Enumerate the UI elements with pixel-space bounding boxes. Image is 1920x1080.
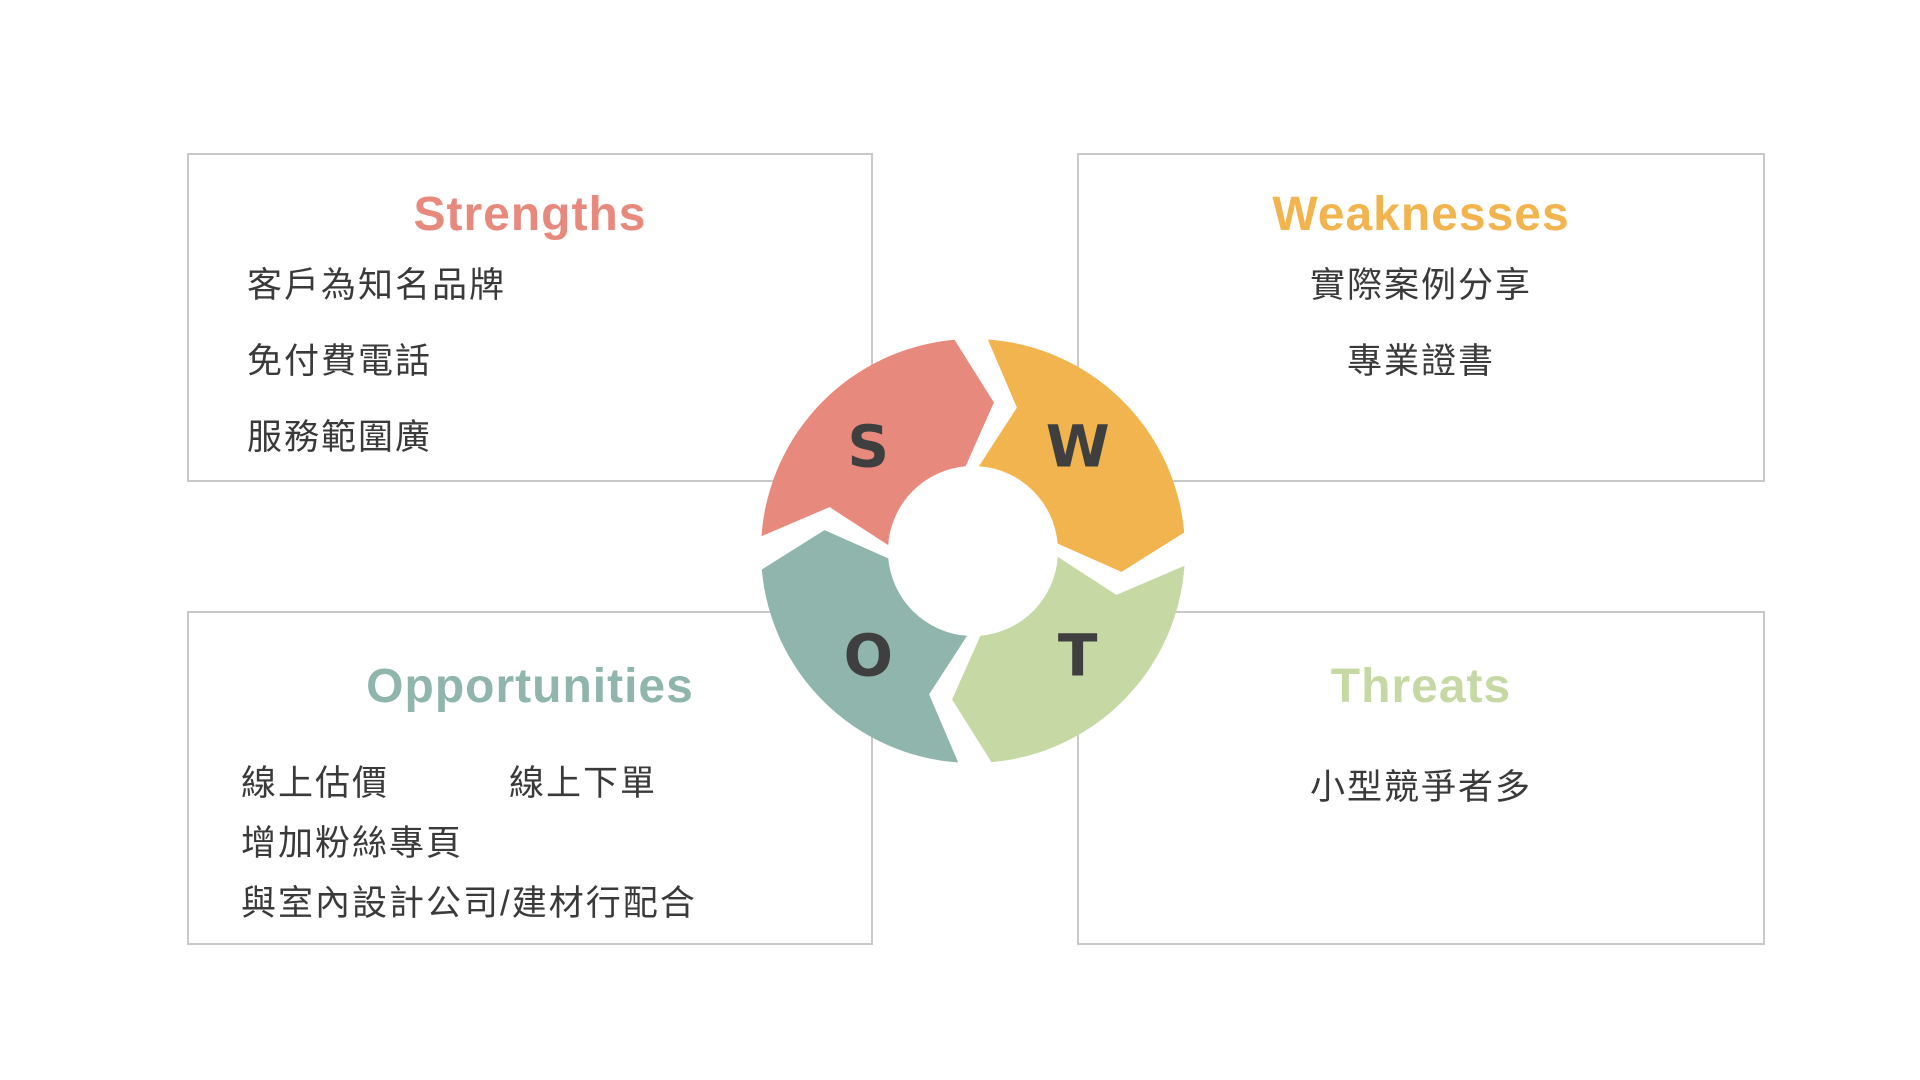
item-text: 線上下單: [509, 764, 658, 803]
strengths-title: Strengths: [413, 188, 647, 241]
ring-segment-o: [761, 530, 968, 763]
list-item: 線上估價 線上下單: [241, 762, 871, 806]
item-text: 服務範圍廣: [247, 418, 433, 457]
opportunities-title: Opportunities: [366, 660, 694, 713]
ring-letter-t: T: [1058, 622, 1098, 690]
threats-panel: Threats 小型競爭者多: [1077, 611, 1765, 945]
list-item: 與室內設計公司/建材行配合: [241, 882, 871, 926]
item-text: 專業證書: [1346, 342, 1495, 381]
threats-title: Threats: [1330, 660, 1512, 713]
list-item: 客戶為知名品牌: [247, 264, 871, 308]
list-item: 增加粉絲專頁: [241, 822, 871, 866]
list-item: 服務範圍廣: [247, 416, 871, 460]
weaknesses-panel: Weaknesses 實際案例分享專業證書: [1077, 153, 1765, 482]
threats-items: 小型競爭者多: [1079, 766, 1763, 810]
swot-ring-svg: S W T O: [761, 339, 1185, 763]
ring-segment-w: [978, 339, 1185, 572]
list-item: 專業證書: [1079, 340, 1763, 384]
item-text: 免付費電話: [247, 342, 433, 381]
list-item: 小型競爭者多: [1079, 766, 1763, 810]
list-item: 實際案例分享: [1079, 264, 1763, 308]
opportunities-panel: Opportunities 線上估價 線上下單增加粉絲專頁與室內設計公司/建材行配…: [187, 611, 873, 945]
item-text: 線上估價: [241, 764, 390, 803]
ring-segment-t: [952, 556, 1185, 763]
item-text: 與室內設計公司/建材行配合: [241, 884, 697, 923]
opportunities-items: 線上估價 線上下單增加粉絲專頁與室內設計公司/建材行配合: [189, 762, 871, 926]
strengths-items: 客戶為知名品牌免付費電話服務範圍廣: [189, 264, 871, 460]
list-item: 免付費電話: [247, 340, 871, 384]
item-text: 小型競爭者多: [1309, 768, 1532, 807]
ring-letter-o: O: [844, 622, 893, 690]
item-text: 實際案例分享: [1309, 266, 1532, 305]
weaknesses-title: Weaknesses: [1272, 188, 1570, 241]
ring-letter-w: W: [1046, 412, 1110, 480]
strengths-panel: Strengths 客戶為知名品牌免付費電話服務範圍廣: [187, 153, 873, 482]
item-text: 增加粉絲專頁: [241, 824, 464, 863]
item-text: 客戶為知名品牌: [247, 266, 507, 305]
swot-ring: S W T O: [698, 276, 1248, 826]
weaknesses-items: 實際案例分享專業證書: [1079, 264, 1763, 384]
ring-segment-s: [761, 339, 994, 546]
ring-letter-s: S: [847, 412, 889, 480]
